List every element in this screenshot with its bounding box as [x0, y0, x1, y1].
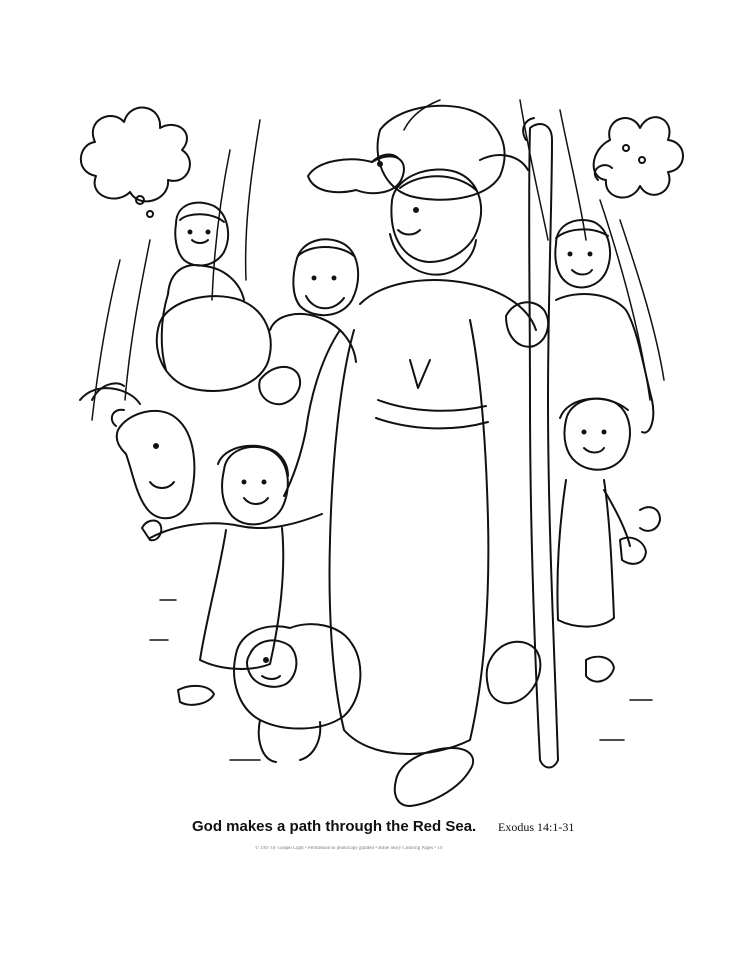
cloud-right: [594, 117, 683, 197]
camel: [308, 155, 404, 194]
caption-row: God makes a path through the Red Sea. Ex…: [0, 818, 750, 842]
sheep: [234, 624, 360, 762]
child-front-left: [142, 446, 322, 705]
caption-title: God makes a path through the Red Sea.: [192, 818, 477, 835]
man-right: [555, 220, 653, 433]
man-with-sack: [157, 239, 358, 404]
sack-top: [378, 106, 528, 200]
rear-foot: [487, 642, 541, 703]
ground-lines: [150, 600, 652, 760]
cloud-left: [81, 108, 190, 217]
moses: [284, 170, 536, 806]
scripture-reference: Exodus 14:1-31: [498, 820, 575, 834]
exodus-illustration: [0, 0, 750, 830]
copyright-line: © 1997 by Gospel Light • Permission to p…: [255, 846, 443, 851]
woman-left: [162, 203, 244, 370]
child-right: [557, 399, 660, 682]
staff: [506, 118, 558, 768]
donkey: [80, 383, 194, 518]
